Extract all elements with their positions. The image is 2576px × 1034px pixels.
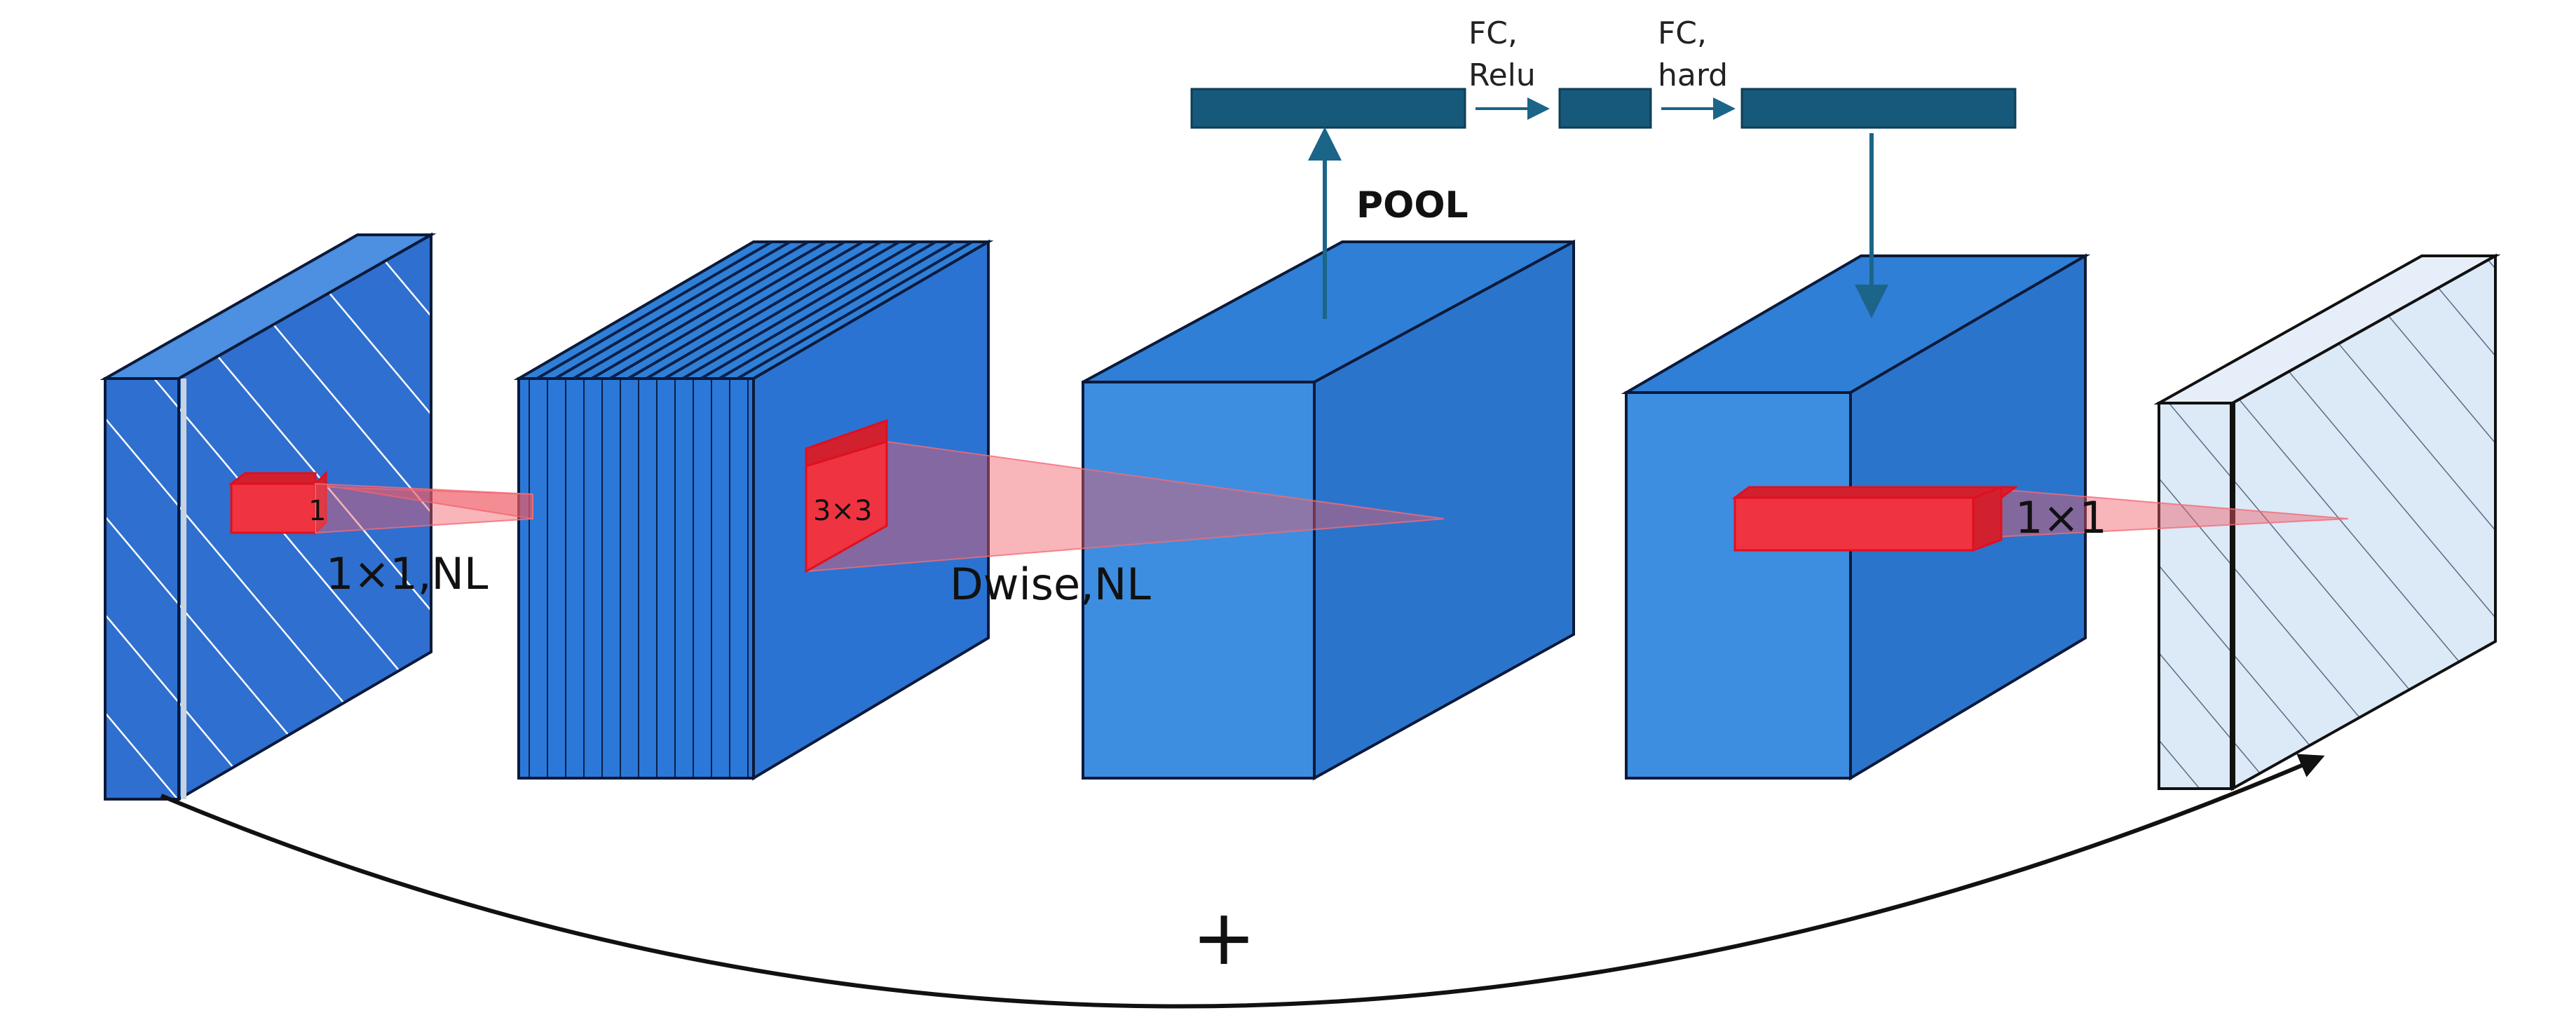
fc-relu-label-line1: FC,	[1468, 15, 1518, 51]
pointwise-expand-kernel: 1	[228, 470, 533, 536]
depthwise-op-label: Dwise,NL	[950, 559, 1151, 610]
output-feature-map	[2153, 253, 2501, 791]
channel-slices	[517, 377, 755, 780]
pointwise-project-kernel	[1731, 485, 2349, 552]
fc-hard-label-line2: hard	[1658, 57, 1728, 93]
depthwise-output-block	[1082, 239, 1575, 781]
pool-label: POOL	[1356, 184, 1468, 226]
residual-add-sign: +	[1192, 892, 1256, 982]
se-fc-relu-bar	[1558, 88, 1652, 129]
depthwise-kernel: 3×3	[805, 419, 1445, 573]
squeeze-excitation-module	[1190, 88, 2017, 319]
fc-hard-label-line1: FC,	[1658, 15, 1707, 51]
expand-kernel-label: 1	[308, 495, 326, 527]
top-slice-lines	[536, 240, 974, 380]
se-pool-bar	[1190, 88, 1466, 129]
fc-relu-label-line2: Relu	[1468, 57, 1536, 93]
depthwise-kernel-label: 3×3	[813, 495, 872, 527]
expand-op-label: 1×1,NL	[326, 548, 489, 599]
residual-curve	[160, 754, 2325, 1009]
project-op-label: 1×1	[2015, 492, 2107, 543]
residual-connection: +	[160, 754, 2325, 1009]
se-fc-hard-bar	[1740, 88, 2017, 129]
